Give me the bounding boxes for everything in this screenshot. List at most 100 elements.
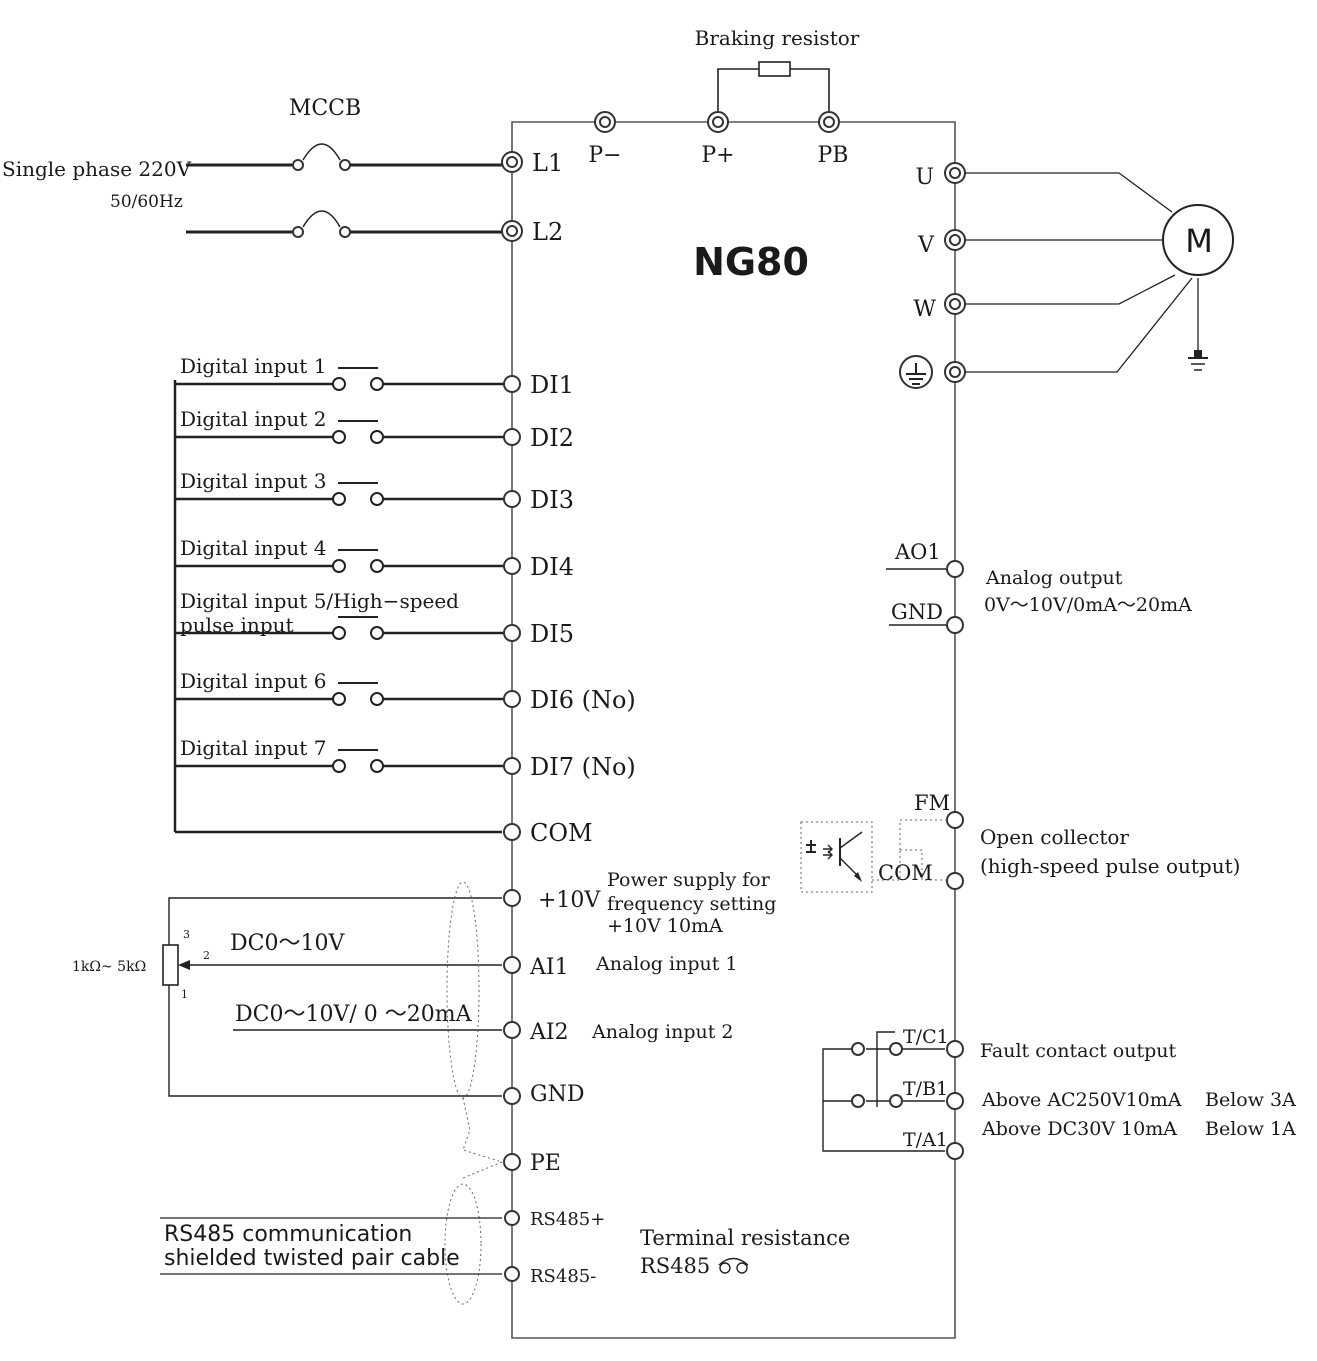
ai1-description: Analog input 1 [595, 953, 737, 975]
svg-text:U: U [915, 165, 934, 190]
relay-dc-limit: Below 1A [1205, 1118, 1296, 1140]
fm-label: FM [914, 791, 950, 815]
termination-label-1: Terminal resistance [640, 1226, 850, 1250]
relay-ac-rating: Above AC250V10mA [981, 1089, 1182, 1111]
potentiometer-range-label: 1kΩ~ 5kΩ [72, 959, 146, 975]
svg-text:P−: P− [588, 143, 621, 168]
svg-text:L1: L1 [532, 149, 563, 177]
terminal-di-label: DI6 (No) [530, 686, 636, 714]
terminal-v: V [917, 229, 966, 258]
terminal-di-5 [503, 624, 521, 642]
relay-dc-rating: Above DC30V 10mA [981, 1118, 1177, 1140]
supply-desc-line-2: frequency setting [607, 893, 776, 915]
terminal-l1: L1 [501, 149, 563, 177]
wiper-arrow-icon [178, 960, 190, 970]
svg-text:P+: P+ [701, 143, 734, 168]
terminal-di-label: DI7 (No) [530, 753, 636, 781]
terminal-di-label: DI5 [530, 620, 574, 648]
terminal-com: COM [503, 819, 593, 847]
terminal-p-minus: P− [588, 111, 622, 168]
oc-com-label: COM [878, 861, 933, 885]
terminal-w: W [913, 293, 966, 322]
terminal-di-1 [503, 375, 521, 393]
terminal-di-7 [503, 757, 521, 775]
terminal-u: U [915, 162, 966, 190]
terminal-di-4 [503, 557, 521, 575]
digital-input-row-1: Digital input 1 DI1 [175, 354, 574, 399]
terminal-rs485-plus: RS485+ [504, 1209, 605, 1230]
svg-text:PB: PB [818, 143, 849, 168]
drive-model-title: NG80 [693, 240, 809, 284]
ai1-signal-label: DC0～10V [230, 931, 345, 956]
motor-symbol: M [1162, 204, 1234, 276]
svg-text:PE: PE [530, 1151, 561, 1176]
potentiometer-wiring [168, 897, 502, 1097]
terminal-rs485-minus: RS485- [504, 1266, 596, 1287]
digital-input-label: Digital input 1 [180, 354, 326, 378]
terminal-tb1 [946, 1092, 964, 1110]
terminal-di-3 [503, 490, 521, 508]
rs485-cable-label-1: RS485 communication [164, 1222, 412, 1247]
digital-input-row-7: Digital input 7 DI7 (No) [175, 736, 636, 781]
analog-output-desc-2: 0V～10V/0mA～20mA [984, 594, 1192, 616]
terminal-di-label: DI3 [530, 486, 574, 514]
terminal-ta1 [946, 1142, 964, 1160]
digital-input-label: Digital input 2 [180, 407, 326, 431]
power-line-l1 [186, 143, 502, 171]
pot-pin-1: 1 [181, 988, 188, 1001]
terminal-pe-output [944, 361, 966, 383]
drive-enclosure [511, 121, 956, 1339]
svg-text:RS485+: RS485+ [530, 1209, 605, 1230]
braking-resistor-label: Braking resistor [695, 26, 860, 50]
optocoupler-icon [800, 819, 947, 893]
svg-text:+10V: +10V [538, 888, 601, 913]
terminal-ai2: AI2 [503, 1020, 569, 1045]
pot-pin-3: 3 [183, 928, 190, 941]
supply-frequency-label: 50/60Hz [110, 192, 183, 212]
digital-input-row-6: Digital input 6 DI6 (No) [175, 669, 636, 714]
potentiometer-symbol [162, 944, 179, 986]
terminal-di-label: DI4 [530, 553, 574, 581]
motor-label: M [1185, 222, 1213, 260]
relay-tb1-label: T/B1 [903, 1078, 948, 1100]
terminal-di-label: DI1 [530, 371, 574, 399]
pot-pin-2: 2 [203, 949, 210, 962]
open-collector-desc-2: (high-speed pulse output) [980, 854, 1240, 878]
terminal-ai1: AI1 [503, 955, 569, 980]
terminal-l2: L2 [501, 218, 563, 246]
earth-ground-icon [1188, 350, 1208, 371]
shield-ground-link [462, 1097, 503, 1179]
jumper-icon [718, 1257, 749, 1274]
digital-input-label: Digital input 7 [180, 736, 326, 760]
supply-label: Single phase 220V [2, 157, 192, 181]
terminal-p-plus: P+ [701, 111, 735, 168]
digital-input-label: Digital input 6 [180, 669, 326, 693]
relay-ac-limit: Below 3A [1205, 1089, 1296, 1111]
analog-shield-ellipse [446, 881, 480, 1099]
digital-input-label-2: pulse input [180, 613, 294, 637]
digital-input-row-2: Digital input 2 DI2 [175, 407, 574, 452]
terminal-plus10v: +10V [503, 888, 601, 913]
digital-input-label: Digital input 3 [180, 469, 326, 493]
terminal-di-label: DI2 [530, 424, 574, 452]
terminal-fm [946, 811, 964, 829]
power-line-l2 [186, 210, 502, 238]
svg-text:AI1: AI1 [529, 955, 569, 980]
motor-wiring [965, 172, 1199, 373]
ground-icon [899, 355, 933, 389]
ao-gnd-label: GND [891, 600, 943, 624]
terminal-oc-com [946, 872, 964, 890]
terminal-ao-gnd [946, 616, 964, 634]
relay-contact-icon [822, 1031, 945, 1152]
rs485-shield-ellipse [444, 1183, 482, 1305]
terminal-pb: PB [818, 111, 849, 168]
terminal-gnd-analog: GND [503, 1082, 584, 1107]
digital-input-label: Digital input 5/High−speed [180, 589, 459, 613]
terminal-ao1 [946, 560, 964, 578]
svg-text:V: V [917, 233, 935, 258]
termination-label-2: RS485 [640, 1254, 710, 1278]
ai2-description: Analog input 2 [591, 1021, 733, 1043]
